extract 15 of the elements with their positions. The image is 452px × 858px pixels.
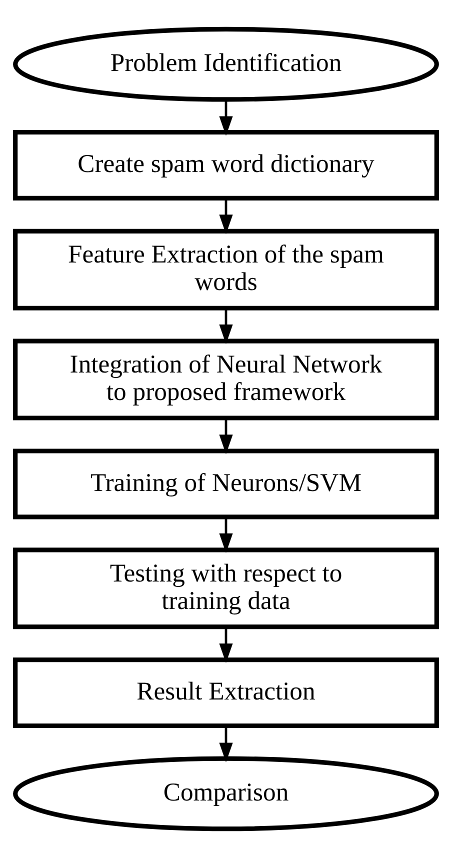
node-box: Integration of Neural Network to proposed framework [13, 338, 439, 420]
node-box: Training of Neurons/SVM [13, 448, 439, 520]
node-box: Feature Extraction of the spam words [13, 228, 439, 310]
arrow [219, 627, 233, 663]
node-box: Result Extraction [13, 658, 439, 728]
arrow [219, 726, 233, 762]
arrow [219, 517, 233, 553]
arrow [219, 418, 233, 454]
node-box: Testing with respect to training data [13, 548, 439, 630]
arrow [219, 198, 233, 234]
node-ellipse: Problem Identification [13, 26, 439, 102]
node-ellipse: Comparison [13, 756, 439, 832]
arrow [219, 308, 233, 344]
node-box: Create spam word dictionary [13, 130, 439, 200]
arrow [219, 100, 233, 136]
